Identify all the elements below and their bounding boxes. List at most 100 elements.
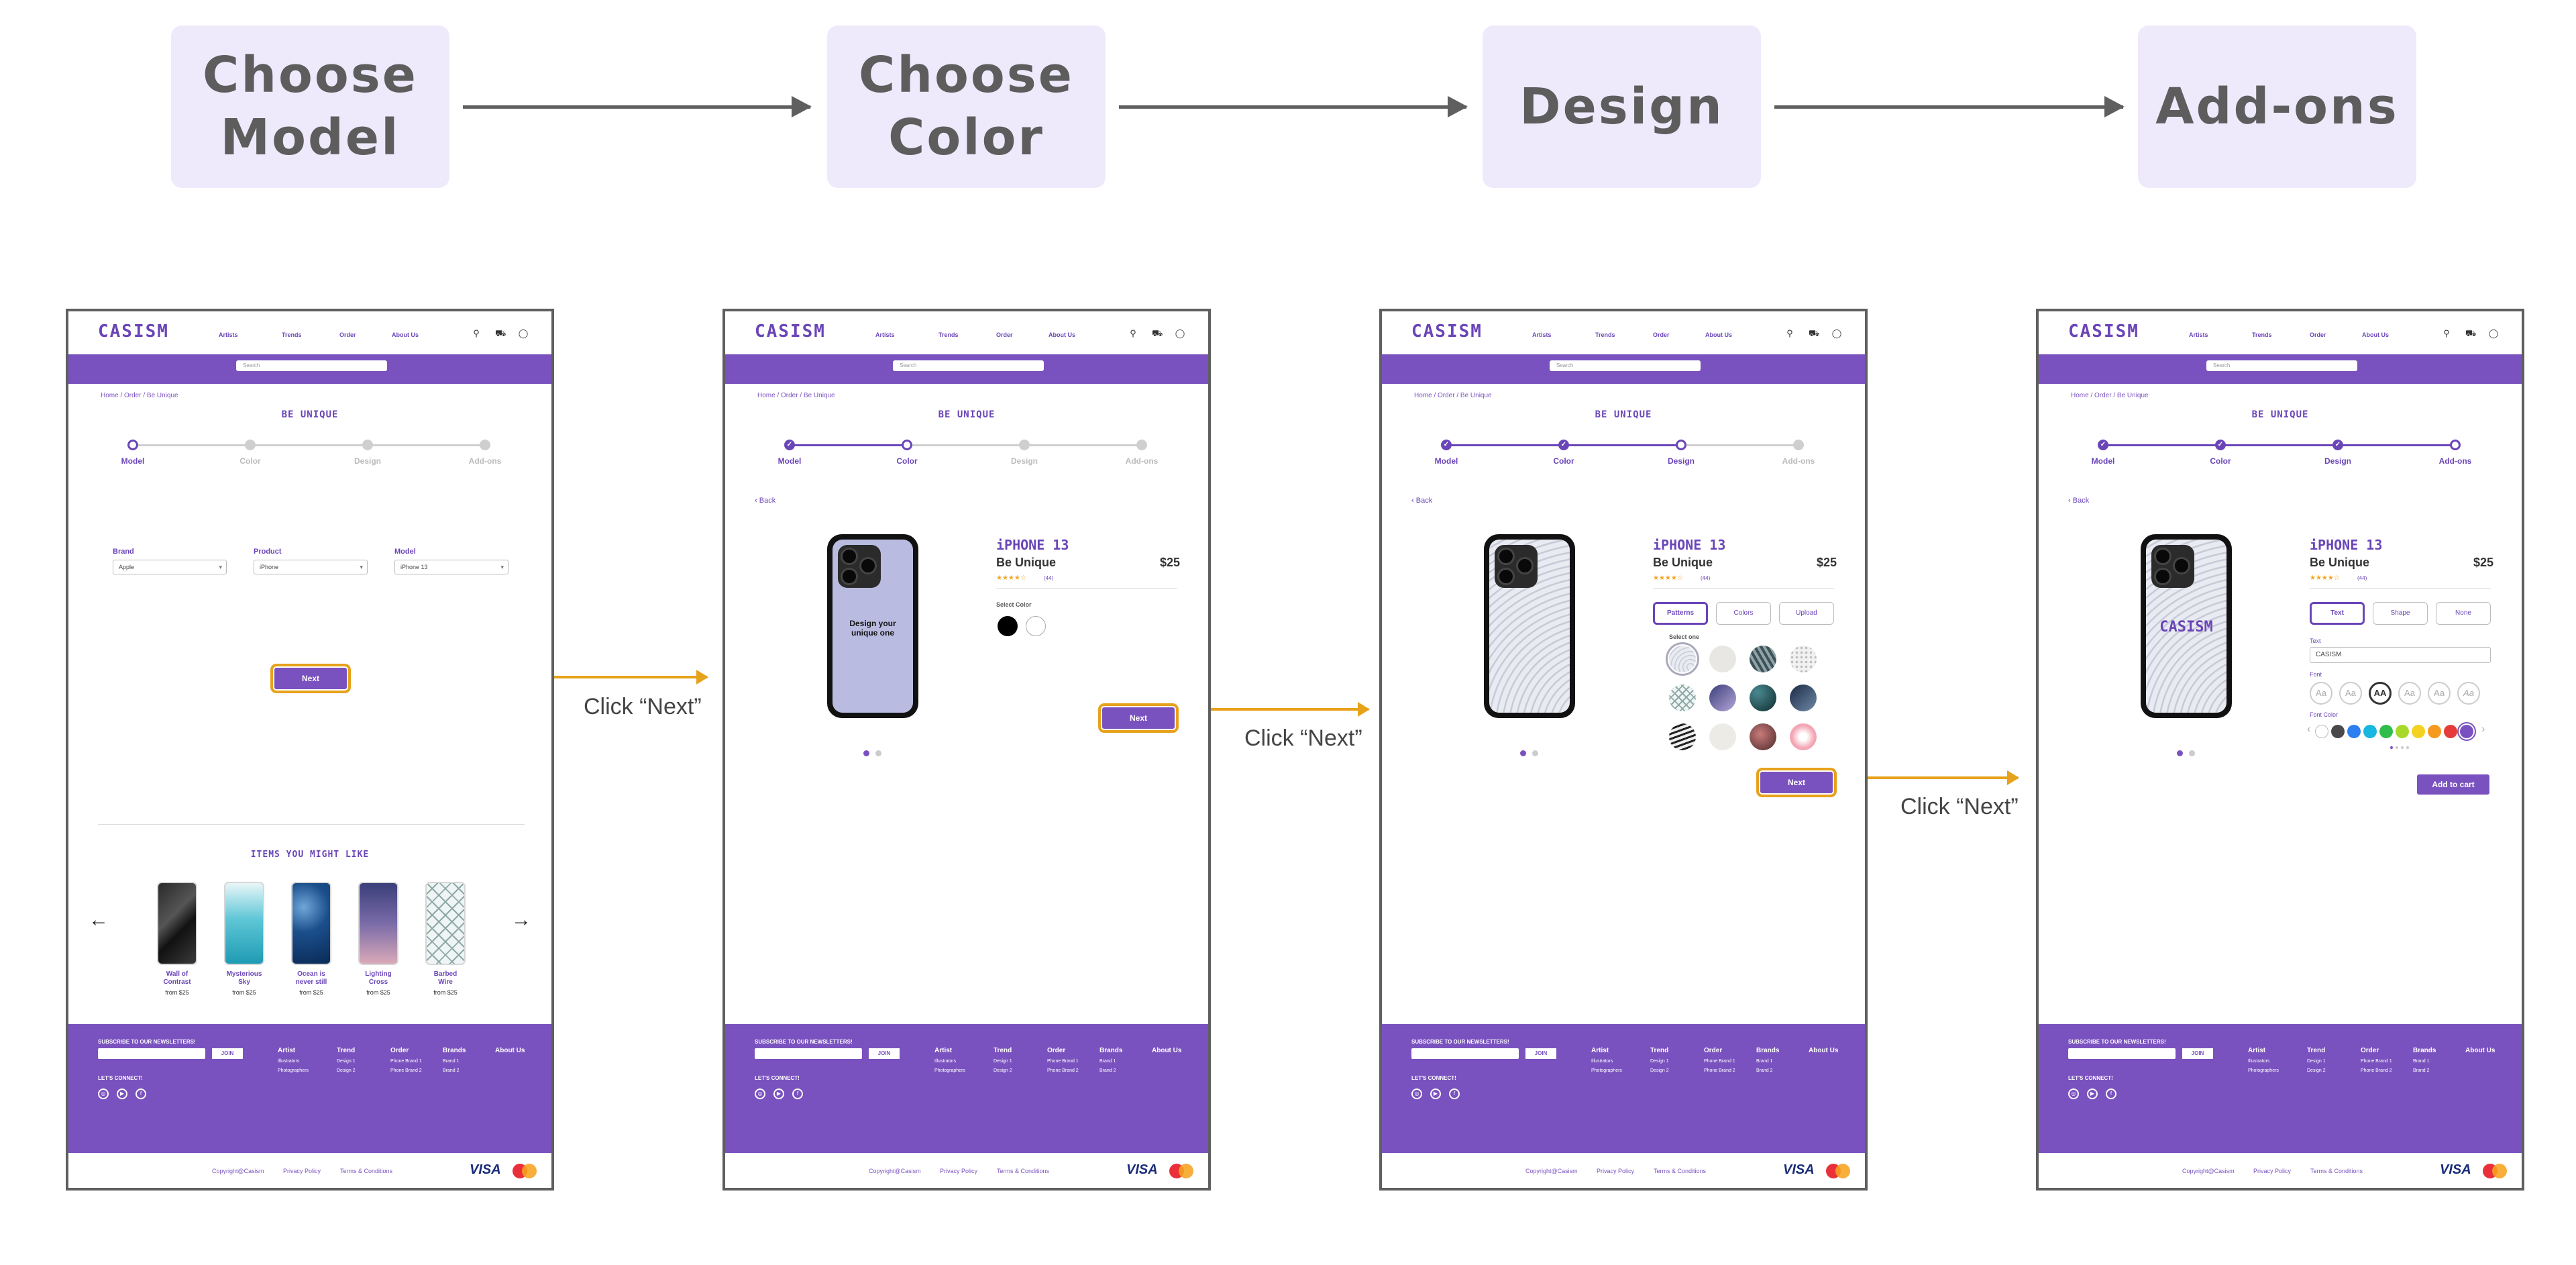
footer-link[interactable]: Photographers [1591,1068,1622,1073]
footer-link[interactable]: Brand 1 [2413,1059,2430,1064]
step-dot-add-ons[interactable] [480,440,490,450]
footer-col-brands[interactable]: Brands [2413,1047,2436,1054]
cart-icon[interactable]: ⛟ [1809,328,1820,338]
next-button[interactable]: Next [1098,703,1179,733]
nav-trends[interactable]: Trends [938,332,959,338]
search-input[interactable]: Search [236,360,387,371]
footer-link[interactable]: Brand 2 [443,1068,460,1073]
step-dot-model[interactable]: ✓ [784,440,795,450]
footer-col-artist[interactable]: Artist [1591,1047,1609,1054]
footer-col-order[interactable]: Order [1704,1047,1723,1054]
footer-col-trend[interactable]: Trend [2307,1047,2326,1054]
pagination-dot-active[interactable] [863,750,869,756]
review-count[interactable]: (44) [1044,575,1054,581]
newsletter-email-input[interactable] [755,1048,862,1059]
user-icon[interactable]: ◯ [2488,328,2499,338]
model-select[interactable]: iPhone 13 [394,560,508,574]
newsletter-email-input[interactable] [2068,1048,2176,1059]
search-input[interactable]: Search [2206,360,2357,371]
font-option[interactable]: Aa [2457,682,2480,705]
font-color-blue[interactable] [2347,725,2361,738]
font-color-lime[interactable] [2396,725,2409,738]
item-name[interactable]: Ocean is never still [295,970,327,986]
facebook-icon[interactable]: f [1449,1089,1460,1099]
nav-artists[interactable]: Artists [219,332,238,338]
tab-none[interactable]: None [2436,602,2491,625]
pattern-option[interactable] [1709,723,1736,750]
footer-link[interactable]: Photographers [2248,1068,2279,1073]
breadcrumb[interactable]: Home / Order / Be Unique [101,392,178,399]
footer-link[interactable]: Design 2 [337,1068,356,1073]
footer-link[interactable]: Phone Brand 2 [390,1068,422,1073]
logo[interactable]: CASISM [755,321,826,342]
pattern-option[interactable] [1669,685,1696,711]
footer-link[interactable]: Design 2 [2307,1068,2326,1073]
footer-col-artist[interactable]: Artist [2248,1047,2266,1054]
footer-col-about-us[interactable]: About Us [1152,1047,1182,1054]
footer-link[interactable]: Phone Brand 1 [1704,1059,1735,1064]
pattern-option[interactable] [1750,723,1776,750]
chevron-left-icon[interactable]: ‹ [2307,723,2311,735]
step-dot-design[interactable] [1676,440,1686,450]
join-button[interactable]: JOIN [869,1048,900,1059]
font-color-orange[interactable] [2428,725,2441,738]
color-page-dot[interactable] [2406,746,2409,749]
footer-col-artist[interactable]: Artist [934,1047,953,1054]
pattern-option[interactable] [1750,646,1776,672]
logo[interactable]: CASISM [2068,321,2139,342]
pagination-dot[interactable] [875,750,881,756]
search-icon[interactable]: ⚲ [2443,328,2450,338]
tab-shape[interactable]: Shape [2373,602,2428,625]
footer-link[interactable]: Design 1 [1650,1059,1669,1064]
footer-col-order[interactable]: Order [390,1047,409,1054]
add-to-cart-button[interactable]: Add to cart [2417,774,2489,795]
footer-link[interactable]: Brand 2 [1756,1068,1773,1073]
youtube-icon[interactable]: ▶ [1430,1089,1441,1099]
footer-link[interactable]: Design 1 [2307,1059,2326,1064]
step-dot-model[interactable] [127,440,138,450]
tab-text[interactable]: Text [2310,602,2365,625]
review-count[interactable]: (44) [1701,575,1711,581]
cart-icon[interactable]: ⛟ [2465,328,2477,338]
instagram-icon[interactable]: ◎ [98,1089,109,1099]
font-option[interactable]: Aa [2310,682,2332,705]
footer-col-about-us[interactable]: About Us [2465,1047,2496,1054]
pattern-option[interactable] [1709,685,1736,711]
pagination-dot[interactable] [1532,750,1538,756]
join-button[interactable]: JOIN [1525,1048,1556,1059]
font-color-green[interactable] [2379,725,2393,738]
step-dot-color[interactable] [902,440,912,450]
item-case-image[interactable] [358,882,398,965]
nav-about-us[interactable]: About Us [1705,332,1732,338]
pattern-option[interactable] [1750,685,1776,711]
item-case-image[interactable] [157,882,197,965]
footer-col-trend[interactable]: Trend [337,1047,356,1054]
back-button[interactable]: ‹ Back [755,497,775,505]
font-option[interactable]: Aa [2398,682,2421,705]
newsletter-email-input[interactable] [1411,1048,1519,1059]
facebook-icon[interactable]: f [792,1089,803,1099]
nav-trends[interactable]: Trends [1595,332,1615,338]
youtube-icon[interactable]: ▶ [773,1089,784,1099]
footer-col-order[interactable]: Order [2361,1047,2379,1054]
logo[interactable]: CASISM [1411,321,1483,342]
color-swatch-white[interactable] [1026,616,1046,636]
font-option-selected[interactable]: AA [2369,682,2392,705]
font-color-yellow[interactable] [2412,725,2425,738]
chevron-right-icon[interactable]: › [2481,723,2485,735]
step-dot-model[interactable]: ✓ [1441,440,1452,450]
brand-select[interactable]: Apple [113,560,227,574]
nav-artists[interactable]: Artists [2189,332,2208,338]
youtube-icon[interactable]: ▶ [2087,1089,2098,1099]
footer-col-brands[interactable]: Brands [1099,1047,1123,1054]
instagram-icon[interactable]: ◎ [1411,1089,1422,1099]
footer-col-about-us[interactable]: About Us [1809,1047,1839,1054]
footer-col-brands[interactable]: Brands [443,1047,466,1054]
next-button[interactable]: Next [1756,768,1837,797]
footer-link[interactable]: Brand 2 [1099,1068,1116,1073]
footer-link[interactable]: Illustrators [2248,1059,2270,1064]
review-count[interactable]: (44) [2357,575,2367,581]
font-color-white[interactable] [2315,725,2328,738]
color-page-dot[interactable] [2401,746,2404,749]
search-icon[interactable]: ⚲ [473,328,480,338]
